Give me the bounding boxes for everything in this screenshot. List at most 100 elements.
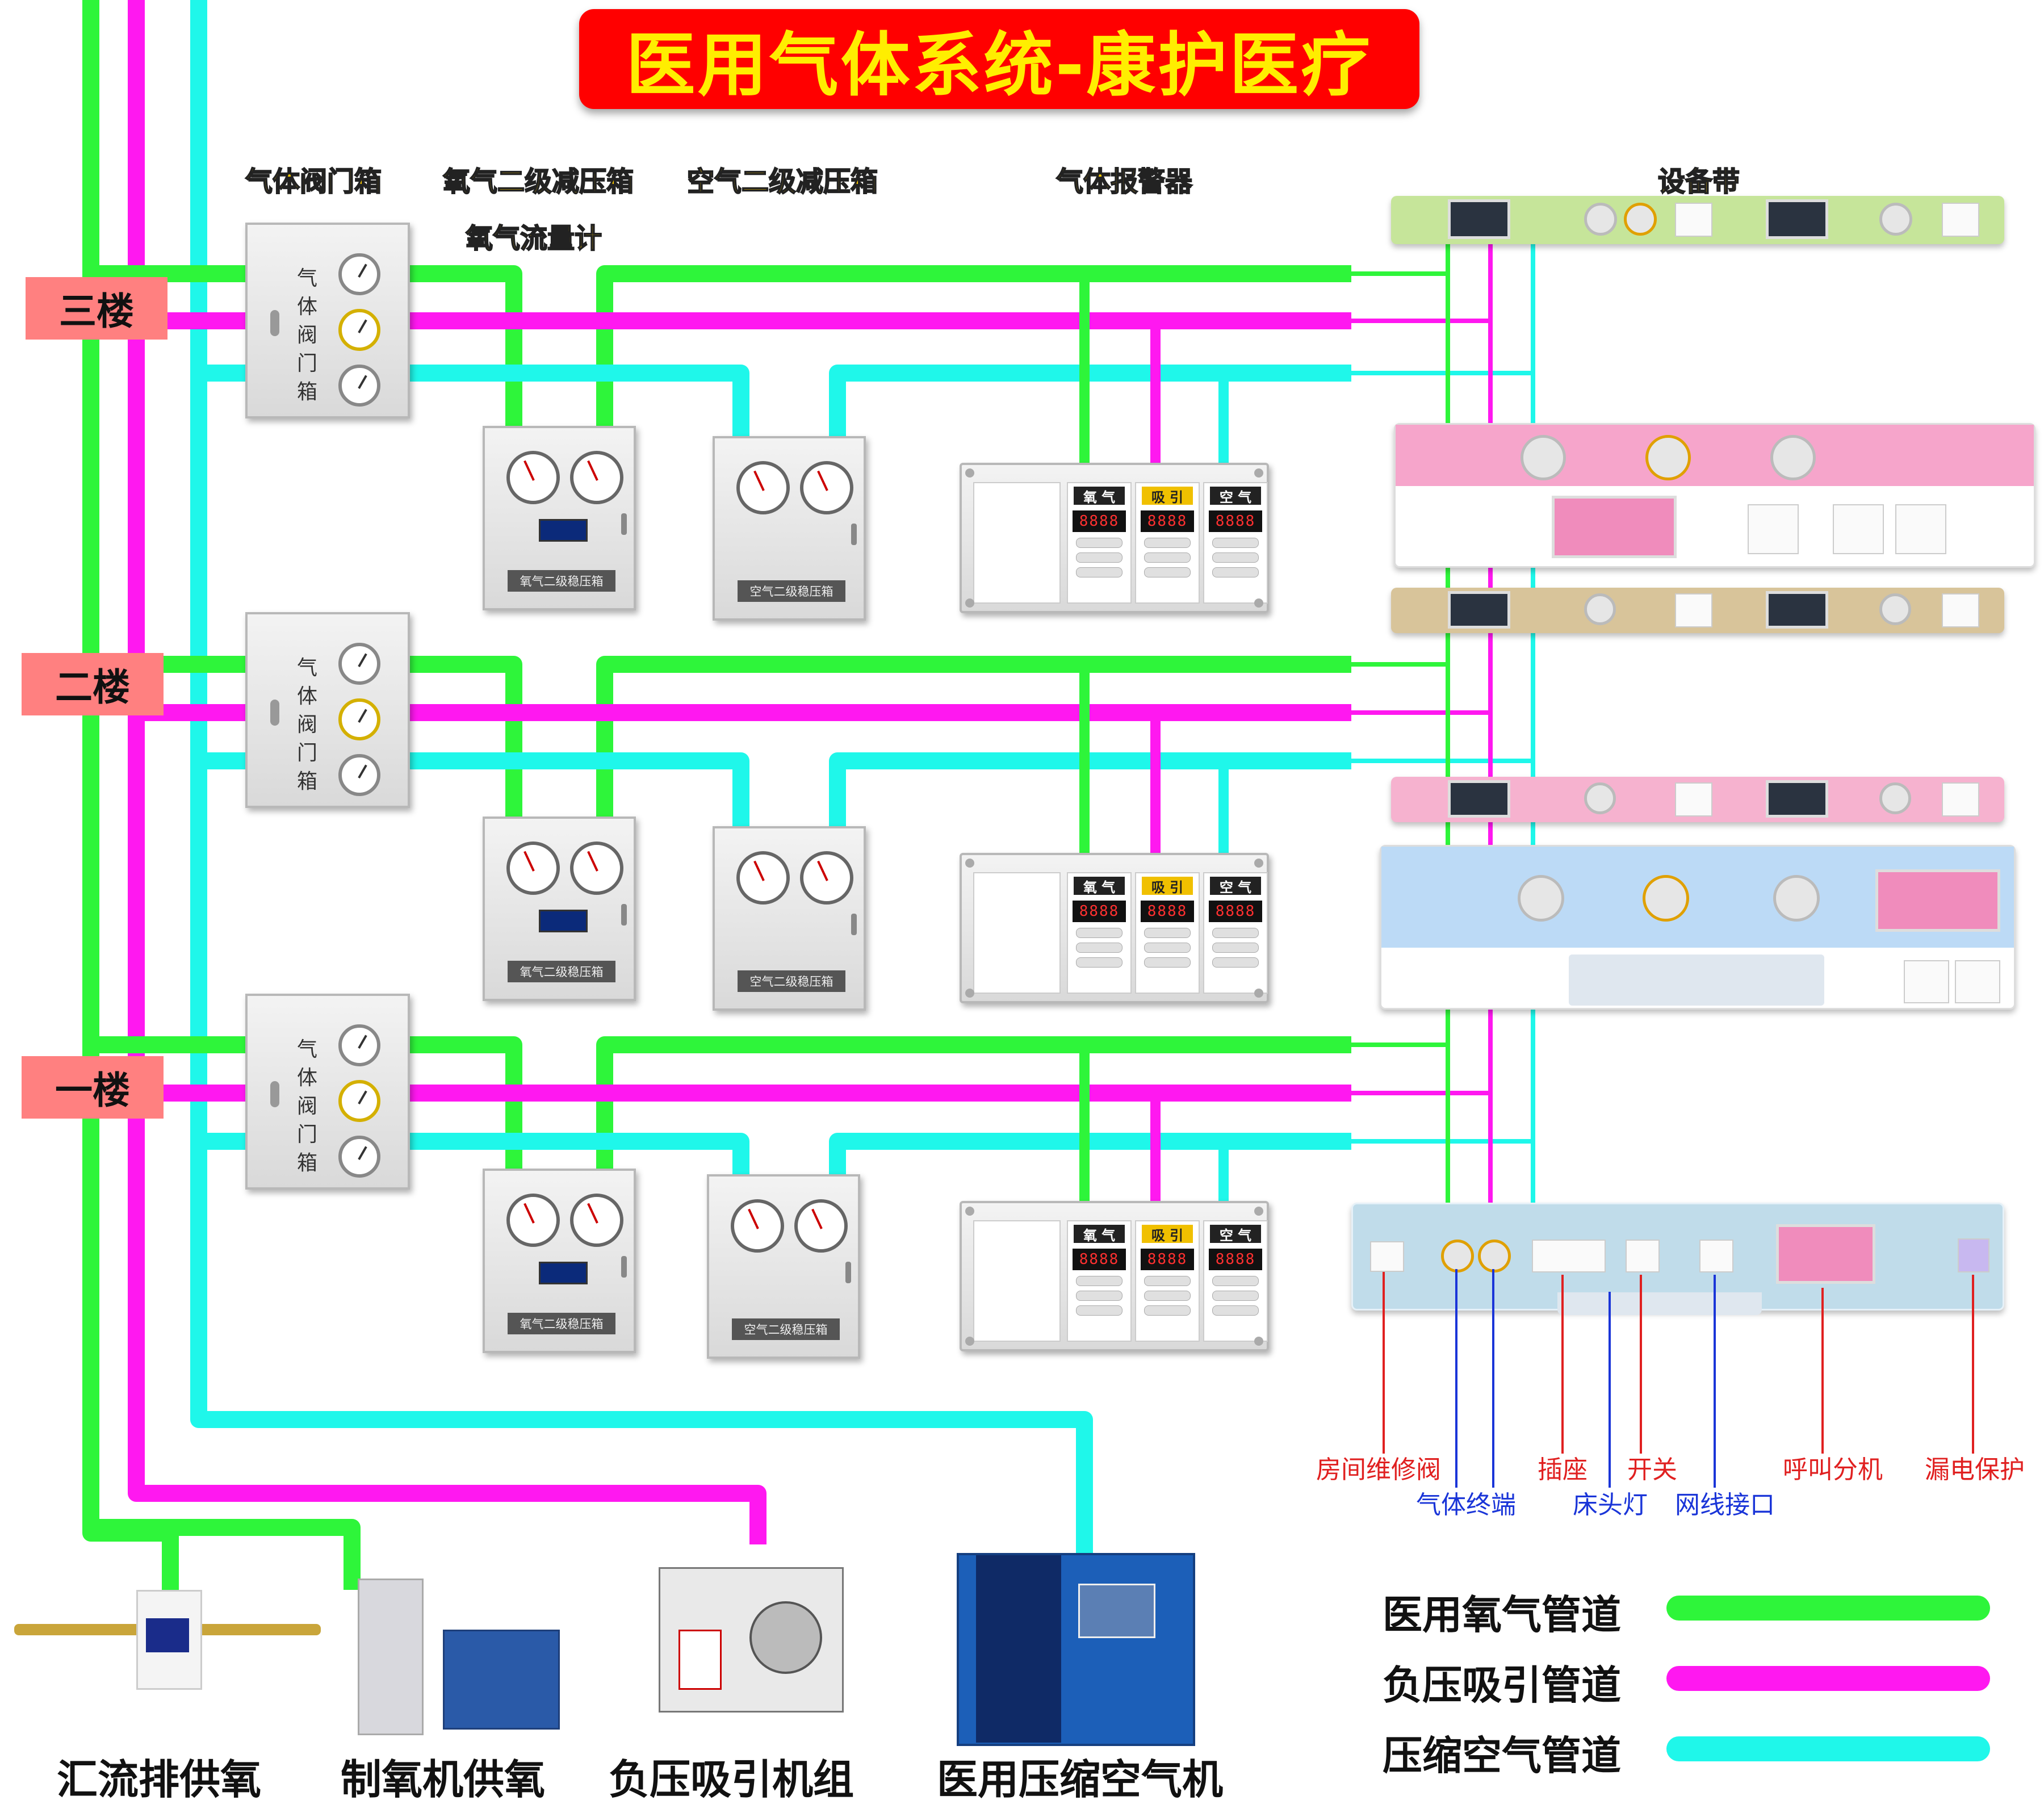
label-oxygen-regulator: 氧气二级减压箱 xyxy=(442,165,634,198)
callout-call-extension: 呼叫分机 xyxy=(1783,1455,1883,1484)
flowmeter-display xyxy=(539,910,588,932)
alarm-header: 吸 引 xyxy=(1142,877,1193,895)
alarm-header: 氧 气 xyxy=(1074,1225,1125,1244)
socket-icon xyxy=(1955,960,2000,1003)
screw-icon xyxy=(1254,1207,1263,1216)
socket-icon xyxy=(1532,1240,1606,1272)
gauge-icon xyxy=(570,1194,623,1247)
air-compressor-equipment xyxy=(957,1553,1195,1746)
gauge-icon xyxy=(800,851,853,905)
screw-icon xyxy=(1254,1337,1263,1346)
socket-icon xyxy=(1895,504,1946,554)
valve-box-floor-2: 气体阀门箱 xyxy=(245,612,410,808)
screw-icon xyxy=(1254,598,1263,608)
air-regulator-floor-2: 空气二级稳压箱 xyxy=(713,826,866,1011)
socket-icon xyxy=(1904,960,1949,1003)
gauge-icon xyxy=(794,1199,848,1253)
air-to-regulator-floor-2 xyxy=(410,752,749,826)
alarm-header: 吸 引 xyxy=(1142,1225,1193,1244)
bed-panel-detail xyxy=(1351,1203,2004,1315)
screw-icon xyxy=(965,1207,974,1216)
alarm-header: 空 气 xyxy=(1210,1225,1261,1244)
gas-outlet-icon xyxy=(1584,203,1617,236)
label-gas-alarm: 气体报警器 xyxy=(1055,165,1193,198)
bed-panel-blue-large xyxy=(1380,845,2016,1010)
gauge-icon xyxy=(338,309,380,351)
gas-outlet-icon xyxy=(1584,593,1616,625)
alarm-header: 氧 气 xyxy=(1074,877,1125,895)
socket-icon xyxy=(1675,593,1712,627)
alarm-digits: 8888 xyxy=(1141,1249,1194,1270)
air-to-regulator-floor-1 xyxy=(410,1133,749,1174)
alarm-digits: 8888 xyxy=(1209,901,1262,922)
gas-outlet-icon xyxy=(1879,203,1912,236)
label-valve-box: 气体阀门箱 xyxy=(245,165,382,198)
valve-box-floor-3: 气体阀门箱 xyxy=(245,223,410,418)
alarm-column-oxygen: 氧 气 8888 xyxy=(1067,482,1132,604)
valve-box-text: 气体阀门箱 xyxy=(296,1038,317,1175)
alarm-header: 空 气 xyxy=(1210,487,1261,505)
gauge-icon xyxy=(731,1199,784,1253)
gauge-icon xyxy=(338,1024,380,1066)
callout-room-valve: 房间维修阀 xyxy=(1316,1455,1441,1484)
gauge-icon xyxy=(736,851,790,905)
callout-socket: 插座 xyxy=(1538,1455,1588,1484)
socket-icon xyxy=(1675,782,1712,817)
gauge-icon xyxy=(506,841,560,895)
air-regulator-floor-3: 空气二级稳压箱 xyxy=(713,436,866,621)
alarm-digits: 8888 xyxy=(1073,901,1126,922)
flowmeter-display xyxy=(539,519,588,542)
vacuum-outlet-icon xyxy=(1645,435,1691,480)
regulator-plate: 氧气二级稳压箱 xyxy=(508,1313,615,1334)
oxygen-generator-equipment xyxy=(358,1579,562,1738)
alarm-digits: 8888 xyxy=(1073,510,1126,532)
screen-icon xyxy=(1766,780,1828,818)
call-screen-icon xyxy=(1552,496,1677,558)
air-header-floor-1 xyxy=(829,1133,1351,1174)
oxygen-header-floor-1 xyxy=(596,1036,1351,1169)
switch-icon xyxy=(1626,1240,1660,1272)
gauge-icon xyxy=(338,1080,380,1122)
screw-icon xyxy=(965,859,974,868)
call-screen-icon xyxy=(1875,869,2000,932)
callout-bed-light: 床头灯 xyxy=(1573,1491,1648,1519)
gauge-icon xyxy=(736,461,790,514)
screw-icon xyxy=(965,1337,974,1346)
legend-swatch-oxygen xyxy=(1666,1596,1990,1621)
gauge-icon xyxy=(338,1136,380,1178)
alarm-header: 氧 气 xyxy=(1074,487,1125,505)
alarm-digits: 8888 xyxy=(1141,510,1194,532)
air-to-regulator-floor-3 xyxy=(410,365,749,436)
valve-box-text: 气体阀门箱 xyxy=(296,267,317,404)
air-regulator-floor-1: 空气二级稳压箱 xyxy=(707,1174,860,1359)
latch-icon xyxy=(621,1256,627,1278)
screen-icon xyxy=(1448,199,1510,239)
manifold-equipment xyxy=(14,1573,321,1743)
oxygen-outlet-icon xyxy=(1518,875,1564,922)
screen-icon xyxy=(1766,591,1828,629)
screw-icon xyxy=(1254,989,1263,998)
suction-main-riser xyxy=(128,0,767,1544)
latch-icon xyxy=(851,524,857,545)
screw-icon xyxy=(965,989,974,998)
network-port-icon xyxy=(1748,504,1799,554)
gauge-icon xyxy=(506,451,560,504)
alarm-column-oxygen: 氧 气 8888 xyxy=(1067,872,1132,994)
alarm-info-panel xyxy=(973,1220,1061,1342)
bed-light-icon xyxy=(1569,954,1824,1006)
alarm-digits: 8888 xyxy=(1073,1249,1126,1270)
gas-outlet-icon xyxy=(1879,782,1911,814)
air-header-floor-3 xyxy=(829,365,1351,436)
flowmeter-display xyxy=(539,1262,588,1284)
gauge-icon xyxy=(570,841,623,895)
gas-outlet-icon xyxy=(1879,593,1911,625)
bed-light-icon xyxy=(1557,1292,1762,1315)
callout-leakage-protection: 漏电保护 xyxy=(1925,1455,2025,1484)
air-outlet-icon xyxy=(1773,875,1820,922)
oxygen-to-regulator-floor-1 xyxy=(410,1036,522,1169)
page-title: 医用气体系统-康护医疗 xyxy=(626,24,1373,106)
floor-tag-1: 一楼 xyxy=(22,1056,164,1119)
